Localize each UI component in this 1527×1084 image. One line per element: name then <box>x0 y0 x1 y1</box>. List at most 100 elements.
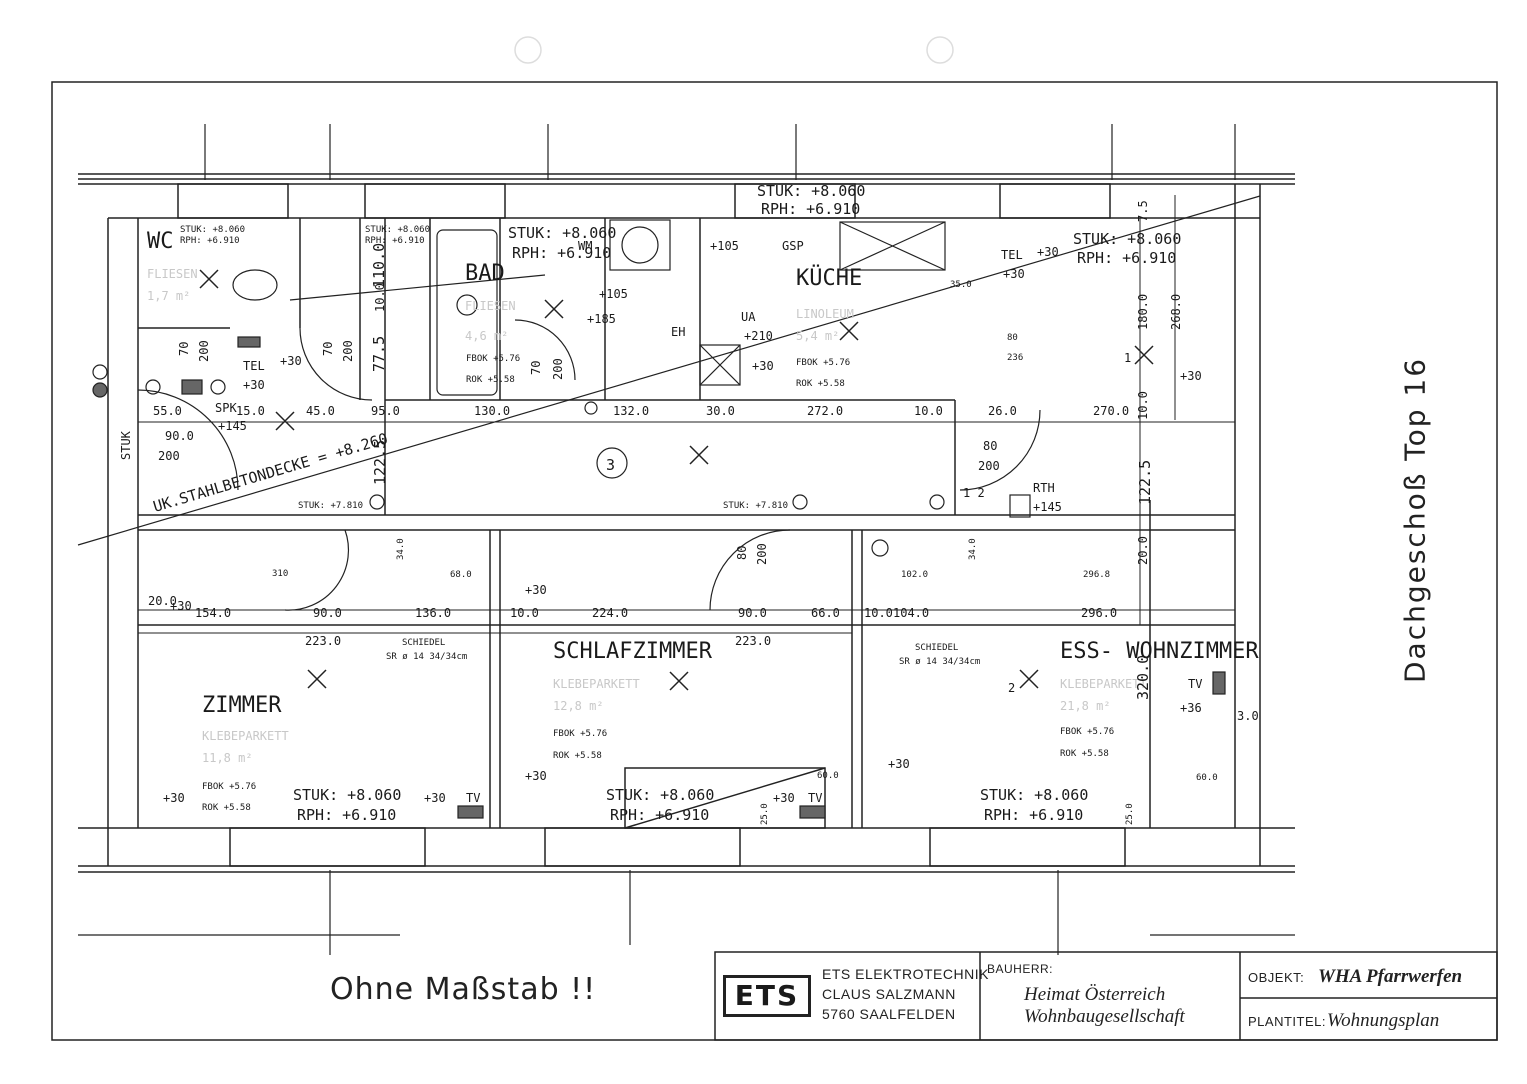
tv-label: TV <box>466 791 480 805</box>
schiedel-spec: SR ø 14 34/34cm <box>899 657 980 667</box>
plus105-label: +105 <box>710 239 739 253</box>
rph-note: RPH: +6.910 <box>1077 249 1176 267</box>
dim-label: 200 <box>158 449 180 463</box>
socket-icon <box>584 401 598 415</box>
fbok-note: FBOK +5.76 <box>796 358 850 368</box>
dim-label: 15.0 <box>236 404 265 418</box>
punch-hole <box>926 36 954 64</box>
spk-label: SPK <box>215 401 237 415</box>
objekt-value: WHA Pfarrwerfen <box>1318 966 1463 987</box>
outlets <box>92 336 1226 819</box>
light-icon <box>544 299 564 319</box>
fbok-note: FBOK +5.76 <box>466 354 520 364</box>
dim-label: 200 <box>551 358 565 380</box>
dim-label: 122.5 <box>1136 460 1154 505</box>
rok-note: ROK +5.58 <box>1060 749 1109 759</box>
fbok-note: FBOK +5.76 <box>202 782 256 792</box>
room-name-bad: BAD <box>465 261 505 286</box>
plus105-label: +105 <box>599 287 628 301</box>
dim-label: 30.0 <box>706 404 735 418</box>
room-area-kueche: 5,4 m² <box>796 329 839 343</box>
dim-label: 130.0 <box>474 404 510 418</box>
dim-label: 236 <box>1007 353 1023 363</box>
room-area-bad: 4,6 m² <box>465 329 508 343</box>
drain-icon <box>456 294 478 316</box>
rok-note: ROK +5.58 <box>466 375 515 385</box>
socket-icon <box>929 494 945 510</box>
dim-label: 180.0 <box>1136 294 1150 330</box>
room-floor-kueche: LINOLEUM <box>796 307 854 321</box>
room-number: 3 <box>606 456 615 474</box>
plus30-label: +30 <box>243 378 265 392</box>
stuk-note: STUK: +8.060 <box>757 182 865 200</box>
dim-label: 10.0 <box>1136 391 1150 420</box>
dim-label: 10.0 <box>373 283 387 312</box>
dim-label: 90.0 <box>313 606 342 620</box>
fixtures <box>232 219 1031 557</box>
dim-label: 224.0 <box>592 606 628 620</box>
room-name-wohnzimmer: ESS- WOHNZIMMER <box>1060 639 1259 664</box>
tv-socket-icon <box>1212 671 1226 695</box>
stuk-hall-note: STUK: +7.810 <box>723 501 788 511</box>
plantitel-label: PLANTITEL: <box>1248 1014 1326 1029</box>
stuk-note: STUK: +8.060 <box>980 786 1088 804</box>
room-area-schlafzimmer: 12,8 m² <box>553 699 604 713</box>
room-name-kueche: KÜCHE <box>796 265 862 291</box>
dim-label: 110.0 <box>370 243 388 288</box>
light-icon <box>839 321 859 341</box>
plus30-label: +30 <box>1037 245 1059 259</box>
tel-socket-icon <box>237 336 261 348</box>
light-icon <box>307 669 327 689</box>
light-icon <box>689 445 709 465</box>
plus30-label: +30 <box>525 769 547 783</box>
socket-icon <box>369 494 385 510</box>
rph-note: RPH: +6.910 <box>984 806 1083 824</box>
plus30-label: +30 <box>1180 369 1202 383</box>
bathtub <box>436 229 498 396</box>
dim-label: 310 <box>272 569 288 579</box>
company-line-2: CLAUS SALZMANN <box>822 986 956 1002</box>
stuk-note: STUK: +8.060 <box>606 786 714 804</box>
dim-label: 70 <box>529 361 543 375</box>
company-line-1: ETS ELEKTROTECHNIK <box>822 966 989 982</box>
plus145-label: +145 <box>218 419 247 433</box>
room-number-circle <box>596 447 628 479</box>
rok-note: ROK +5.58 <box>796 379 845 389</box>
rth-label: RTH <box>1033 481 1055 495</box>
ceiling-lights <box>199 269 1154 691</box>
dim-label: 270.0 <box>1093 404 1129 418</box>
dim-label: 223.0 <box>735 634 771 648</box>
bauherr-line-1: Heimat Österreich <box>1024 984 1166 1005</box>
dim-label: 7.5 <box>1136 200 1150 222</box>
room-floor-wohnzimmer: KLEBEPARKETT <box>1060 677 1147 691</box>
circuit-label: 1 2 <box>963 486 985 500</box>
dim-label: 25.0 <box>1125 803 1135 825</box>
tel-label: TEL <box>243 359 265 373</box>
light-icon <box>1134 345 1154 365</box>
rok-note: ROK +5.58 <box>202 803 251 813</box>
side-title-text: Dachgeschoß Top 16 <box>1398 356 1432 684</box>
stuk-note: STUK: +8.060 <box>180 225 245 235</box>
rph-note: RPH: +6.910 <box>610 806 709 824</box>
rph-note: RPH: +6.910 <box>180 236 240 246</box>
schiedel-spec: SR ø 14 34/34cm <box>386 652 467 662</box>
dim-label: 60.0 <box>1196 773 1218 783</box>
dim-label: 80 <box>735 546 749 560</box>
plus210-label: +210 <box>744 329 773 343</box>
plus30-label: +30 <box>1003 267 1025 281</box>
fbok-note: FBOK +5.76 <box>553 729 607 739</box>
rph-note: RPH: +6.910 <box>365 236 425 246</box>
ua-label: UA <box>741 310 756 324</box>
plus30-label: +30 <box>280 354 302 368</box>
stuk-wall-label: STUK <box>119 430 133 460</box>
dim-label: 296.0 <box>1081 606 1117 620</box>
dim-label: 132.0 <box>613 404 649 418</box>
dim-label: 102.0 <box>901 570 928 580</box>
dim-label: 200 <box>755 543 769 565</box>
tv-label: TV <box>1188 677 1202 691</box>
dimension-lines <box>138 195 1235 634</box>
room-floor-bad: FLIESEN <box>465 299 516 313</box>
dim-label: 20.0 <box>148 594 177 608</box>
